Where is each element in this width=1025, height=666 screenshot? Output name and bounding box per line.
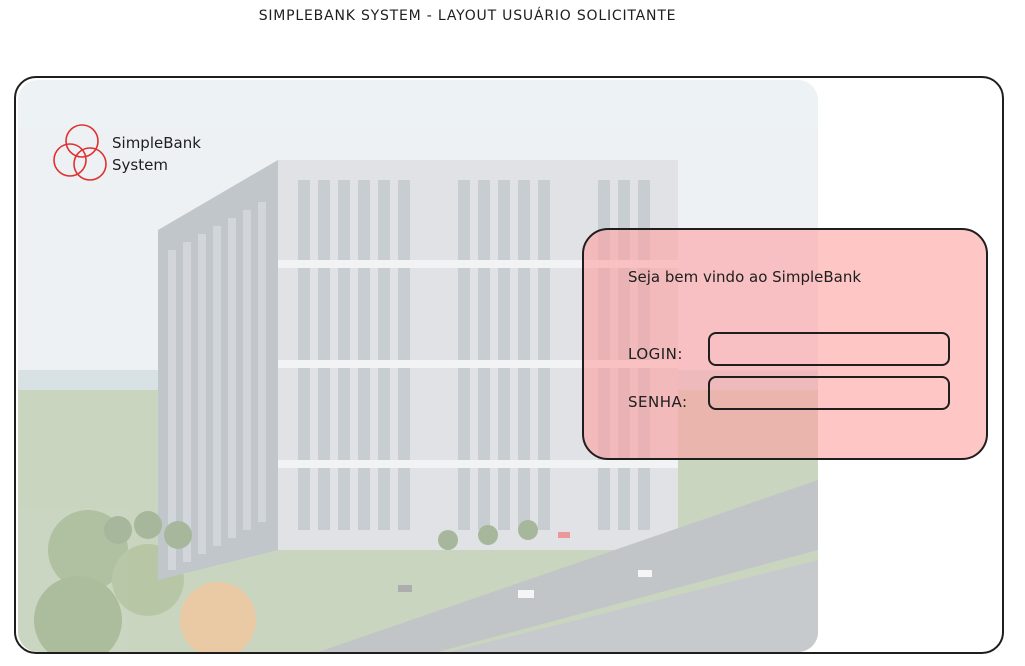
page-title: SIMPLEBANK SYSTEM - LAYOUT USUÁRIO SOLIC… xyxy=(258,8,677,24)
logo-text: SimpleBank System xyxy=(112,132,201,176)
login-label: LOGIN: xyxy=(628,345,683,363)
welcome-message: Seja bem vindo ao SimpleBank xyxy=(628,268,862,286)
login-panel: Seja bem vindo ao SimpleBank LOGIN: SENH… xyxy=(582,228,988,460)
password-input[interactable] xyxy=(708,376,950,410)
logo: SimpleBank System xyxy=(50,122,230,192)
three-circles-logo-icon xyxy=(53,124,107,181)
screen-frame: SimpleBank System Seja bem vindo ao Simp… xyxy=(14,76,1004,654)
login-input[interactable] xyxy=(708,332,950,366)
logo-line2: System xyxy=(112,156,168,174)
logo-line1: SimpleBank xyxy=(112,134,201,152)
password-label: SENHA: xyxy=(628,393,688,411)
